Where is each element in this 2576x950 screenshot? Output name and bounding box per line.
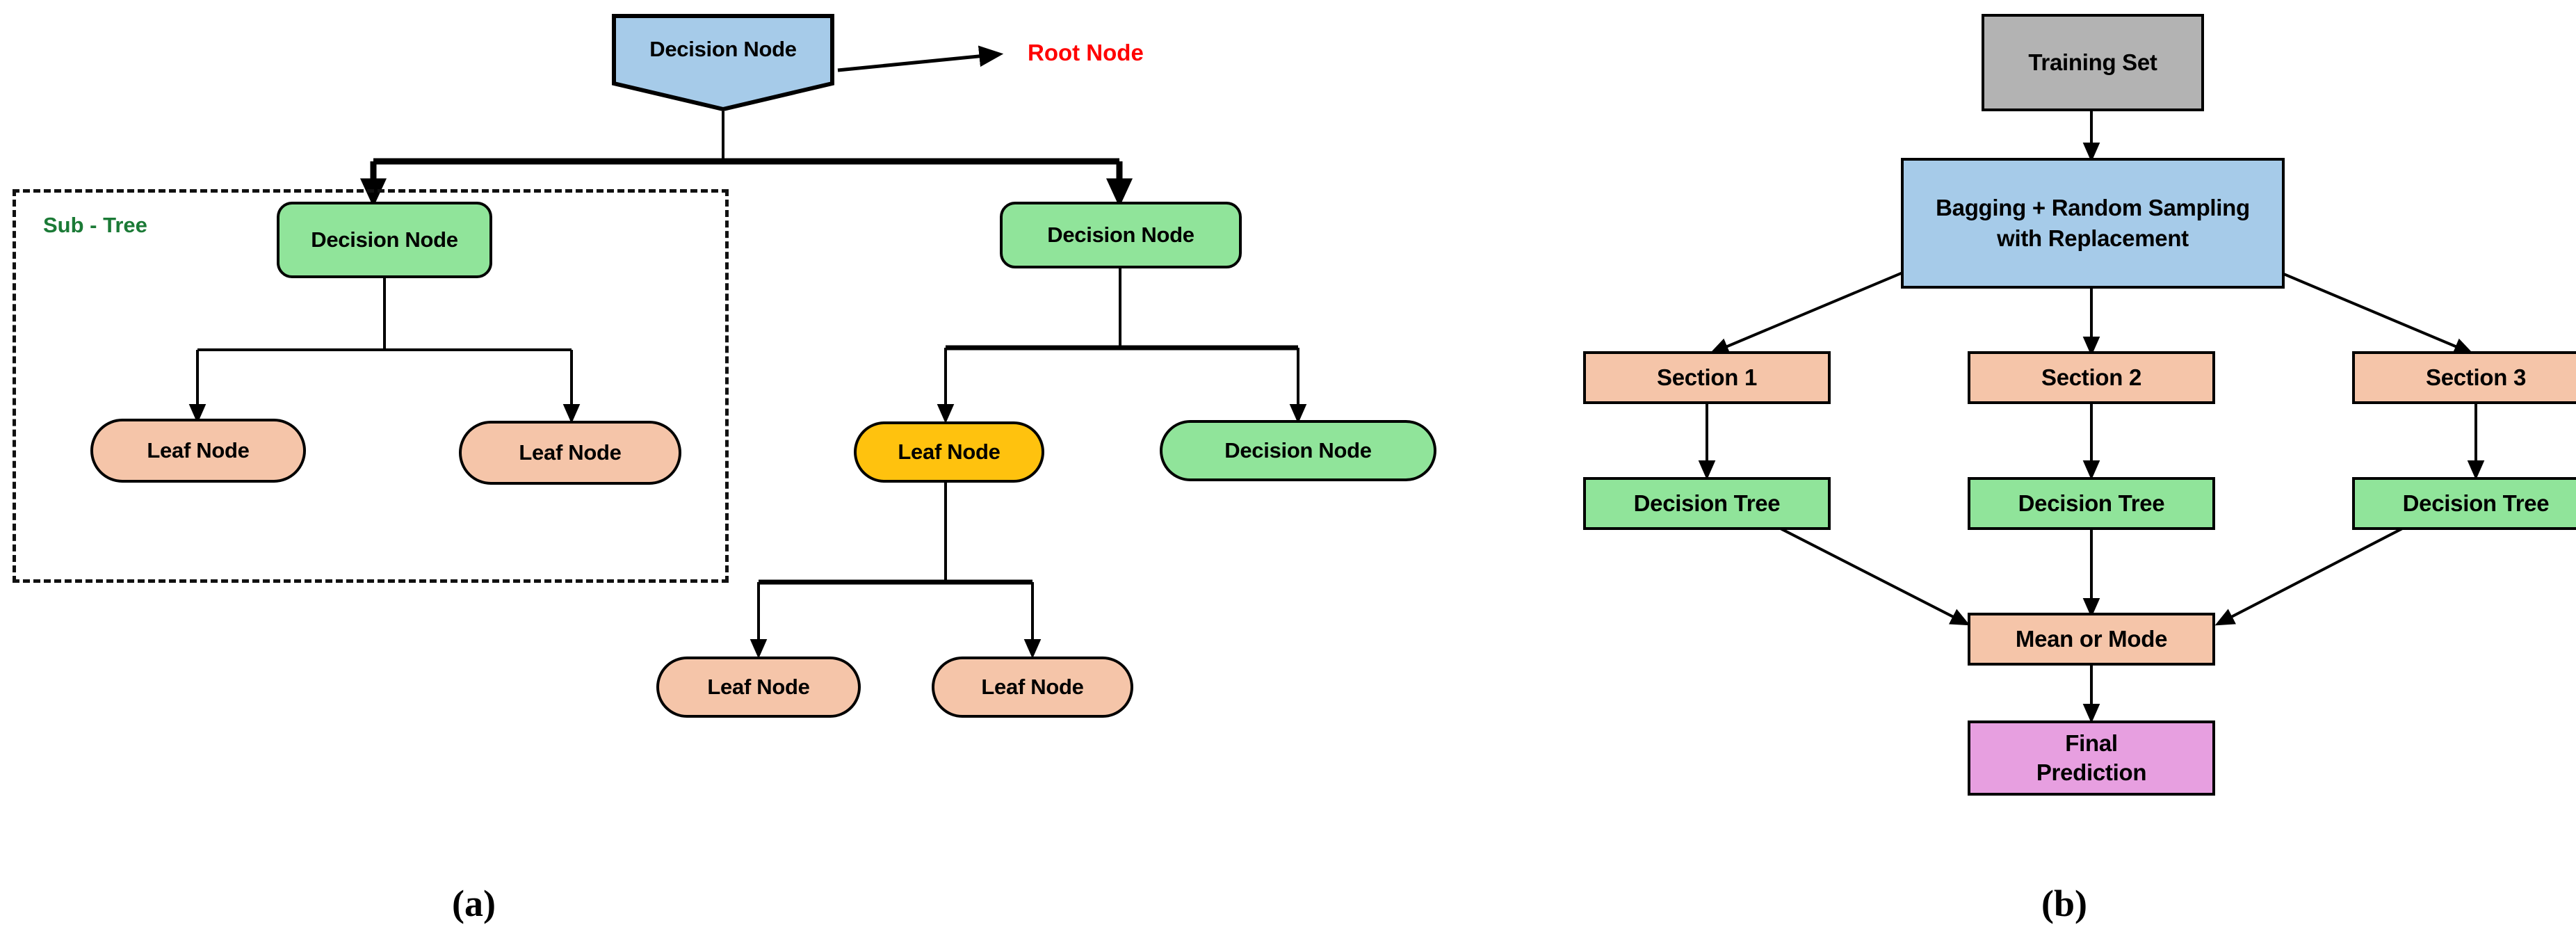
- node-training-set[interactable]: Training Set: [1982, 14, 2204, 111]
- node-decision-tree-1-label: Decision Tree: [1633, 490, 1781, 516]
- node-left-decision[interactable]: Decision Node: [277, 202, 492, 278]
- root-annotation-arrow: [837, 45, 1004, 72]
- node-right-decision[interactable]: Decision Node: [1000, 202, 1242, 268]
- node-leaf-2-label: Leaf Node: [519, 440, 622, 465]
- node-final-prediction-label: Final Prediction: [2036, 730, 2147, 785]
- node-leaf-1-label: Leaf Node: [147, 437, 250, 462]
- node-decision-leafrow-label: Decision Node: [1224, 437, 1372, 462]
- node-decision-tree-3[interactable]: Decision Tree: [2352, 477, 2576, 530]
- root-node-annotation-label: Root Node: [1028, 40, 1144, 65]
- node-final-prediction[interactable]: Final Prediction: [1968, 720, 2215, 796]
- sub-tree-label: Sub - Tree: [43, 213, 147, 237]
- node-root-decision-label: Decision Node: [649, 37, 797, 61]
- node-section-2[interactable]: Section 2: [1968, 351, 2215, 404]
- node-decision-tree-3-label: Decision Tree: [2402, 490, 2550, 516]
- node-mean-or-mode[interactable]: Mean or Mode: [1968, 613, 2215, 666]
- node-left-decision-label: Decision Node: [311, 227, 458, 252]
- panel-a-caption: (a): [452, 883, 496, 924]
- node-root-decision[interactable]: Decision Node: [612, 14, 834, 111]
- node-leaf-5[interactable]: Leaf Node: [932, 657, 1133, 718]
- node-leaf-3-amber-label: Leaf Node: [898, 439, 1001, 464]
- node-leaf-3-amber[interactable]: Leaf Node: [854, 421, 1044, 483]
- node-right-decision-label: Decision Node: [1047, 222, 1194, 247]
- node-decision-tree-2[interactable]: Decision Tree: [1968, 477, 2215, 530]
- node-leaf-5-label: Leaf Node: [981, 674, 1084, 699]
- node-section-3[interactable]: Section 3: [2352, 351, 2576, 404]
- node-section-1-label: Section 1: [1656, 364, 1757, 390]
- node-training-set-label: Training Set: [2028, 49, 2157, 75]
- panel-b-caption: (b): [2041, 883, 2087, 924]
- node-leaf-4[interactable]: Leaf Node: [656, 657, 861, 718]
- node-decision-tree-1[interactable]: Decision Tree: [1583, 477, 1831, 530]
- node-leaf-2[interactable]: Leaf Node: [459, 421, 681, 485]
- node-section-2-label: Section 2: [2041, 364, 2141, 390]
- edge-tree-3-to-mean: [2214, 525, 2407, 626]
- pentagon-shape: [612, 14, 834, 111]
- node-section-1[interactable]: Section 1: [1583, 351, 1831, 404]
- node-decision-leafrow[interactable]: Decision Node: [1160, 420, 1436, 481]
- node-decision-tree-2-label: Decision Tree: [2018, 490, 2165, 516]
- node-leaf-1[interactable]: Leaf Node: [90, 419, 306, 483]
- node-section-3-label: Section 3: [2425, 364, 2526, 390]
- node-bagging-label: Bagging + Random Sampling with Replaceme…: [1936, 195, 2250, 251]
- node-leaf-4-label: Leaf Node: [707, 674, 810, 699]
- node-mean-or-mode-label: Mean or Mode: [2015, 625, 2168, 652]
- edge-tree-1-to-mean: [1776, 525, 1970, 626]
- node-bagging[interactable]: Bagging + Random Sampling with Replaceme…: [1901, 158, 2285, 289]
